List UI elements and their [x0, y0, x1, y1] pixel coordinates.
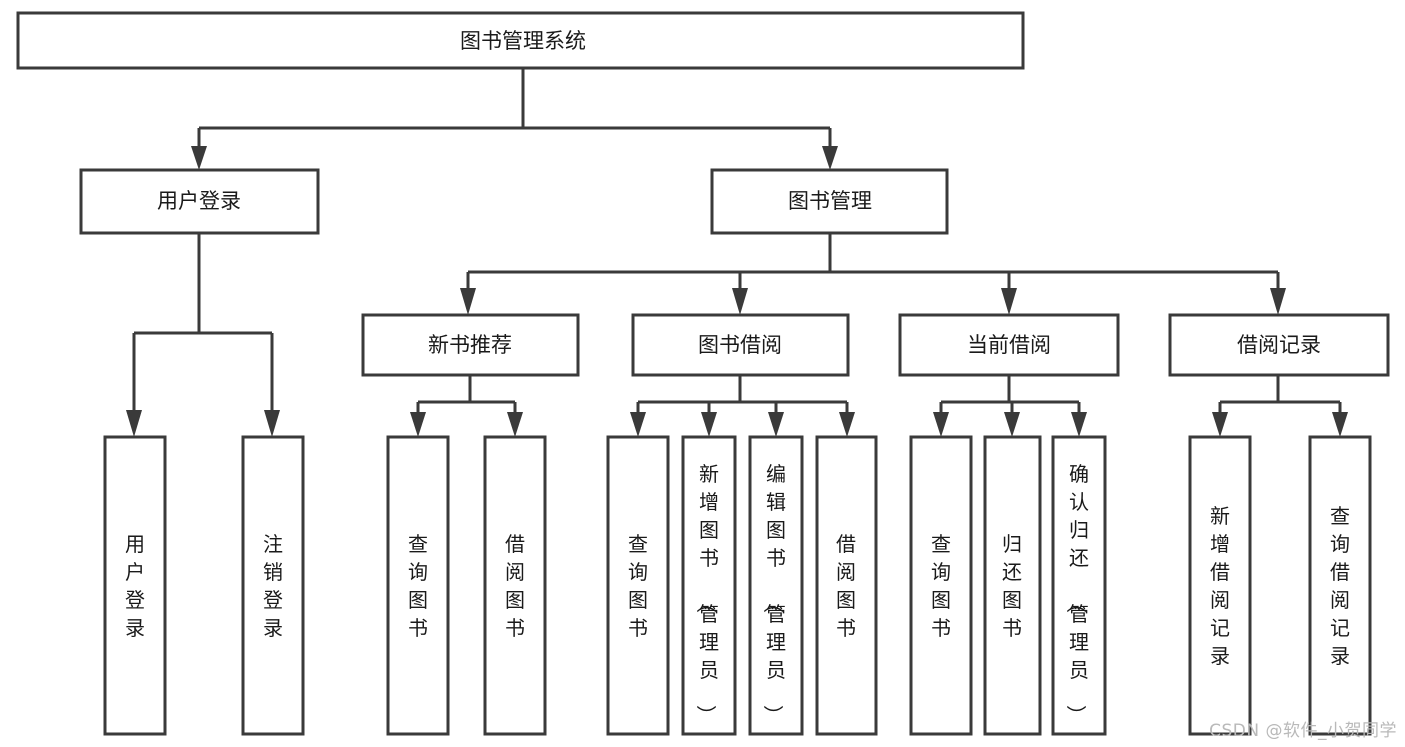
leaf-logout[interactable]: 注销登录	[241, 435, 305, 736]
leaf-query-book-newrec-label: 查询图书	[408, 532, 428, 640]
leaf-return-book-box[interactable]	[983, 435, 1042, 736]
leaf-query-book-current-box[interactable]	[909, 435, 973, 736]
leaf-query-borrow-record-label: 查询借阅记录	[1330, 504, 1350, 668]
node-user-login[interactable]: 用户登录	[79, 168, 320, 235]
node-user-login-label: 用户登录	[157, 189, 241, 213]
leaf-add-borrow-record-box[interactable]	[1188, 435, 1252, 736]
arrow-head-bookborrow-leaf-2	[701, 412, 717, 437]
node-new-book-recommendation-box[interactable]	[361, 313, 580, 377]
leaf-query-book-current[interactable]: 查询图书	[909, 435, 973, 736]
arrow-head-newbook-leaf-2	[507, 412, 523, 437]
node-current-borrowing[interactable]: 当前借阅	[898, 313, 1120, 377]
arrow-head-book-mgmt	[822, 146, 838, 170]
leaf-user-login[interactable]: 用户登录	[103, 435, 167, 736]
node-root-library-system[interactable]: 图书管理系统	[16, 11, 1025, 70]
connector-group-new-book-rec	[410, 375, 523, 437]
arrow-head-newbook-leaf-1	[410, 412, 426, 437]
arrow-head-bookborrow-leaf-3	[768, 412, 784, 437]
leaf-borrow-book-newrec-box[interactable]	[483, 435, 547, 736]
csdn-watermark: CSDN @软件_小贺同学	[1209, 721, 1397, 741]
node-borrowing-record[interactable]: 借阅记录	[1168, 313, 1390, 377]
node-current-borrowing-box[interactable]	[898, 313, 1120, 377]
leaf-edit-book-admin-box[interactable]	[748, 435, 804, 736]
connector-group-root	[191, 68, 838, 170]
arrow-head-borrowrecord-leaf-2	[1332, 412, 1348, 437]
leaf-add-book-admin[interactable]: 新增图书（管理员）	[681, 435, 737, 736]
leaf-query-book-newrec-box[interactable]	[386, 435, 450, 736]
node-book-borrowing[interactable]: 图书借阅	[631, 313, 850, 377]
leaf-add-book-admin-label: 新增图书（管理员）	[694, 462, 719, 725]
node-book-management-box[interactable]	[710, 168, 949, 235]
leaf-query-book-borrow-label: 查询图书	[628, 532, 648, 640]
connector-group-book-borrow	[630, 375, 855, 437]
node-user-login-box[interactable]	[79, 168, 320, 235]
node-book-management-label: 图书管理	[788, 189, 872, 213]
node-book-borrowing-label: 图书借阅	[698, 333, 782, 357]
arrow-head-book-borrow	[732, 288, 748, 315]
leaf-return-book-label: 归还图书	[1002, 532, 1022, 640]
leaf-add-borrow-record-label: 新增借阅记录	[1210, 504, 1230, 668]
node-borrowing-record-box[interactable]	[1168, 313, 1390, 377]
connector-group-user-login	[126, 233, 280, 437]
leaf-borrow-book-newrec-label: 借阅图书	[505, 532, 525, 640]
leaf-confirm-return-admin-box[interactable]	[1051, 435, 1107, 736]
node-root-box[interactable]	[16, 11, 1025, 70]
node-new-book-recommendation-label: 新书推荐	[428, 333, 512, 357]
leaf-query-borrow-record-box[interactable]	[1308, 435, 1372, 736]
arrow-head-leaf-logout	[264, 410, 280, 437]
leaf-add-borrow-record[interactable]: 新增借阅记录	[1188, 435, 1252, 736]
leaf-logout-label: 注销登录	[263, 532, 283, 640]
leaf-add-book-admin-box[interactable]	[681, 435, 737, 736]
leaf-logout-box[interactable]	[241, 435, 305, 736]
leaf-edit-book-admin[interactable]: 编辑图书（管理员）	[748, 435, 804, 736]
leaf-user-login-box[interactable]	[103, 435, 167, 736]
node-book-borrowing-box[interactable]	[631, 313, 850, 377]
arrow-head-new-book-rec	[460, 288, 476, 315]
leaf-borrow-book-borrow-box[interactable]	[815, 435, 878, 736]
arrow-head-borrowrecord-leaf-1	[1212, 412, 1228, 437]
leaf-return-book[interactable]: 归还图书	[983, 435, 1042, 736]
leaf-confirm-return-admin[interactable]: 确认归还（管理员）	[1051, 435, 1107, 736]
arrow-head-currentborrow-leaf-1	[933, 412, 949, 437]
arrow-head-borrow-record	[1270, 288, 1286, 315]
leaf-query-book-newrec[interactable]: 查询图书	[386, 435, 450, 736]
arrow-head-currentborrow-leaf-3	[1071, 412, 1087, 437]
node-root-label: 图书管理系统	[460, 29, 586, 53]
leaf-query-borrow-record[interactable]: 查询借阅记录	[1308, 435, 1372, 736]
connector-group-current-borrow	[933, 375, 1087, 437]
leaf-query-book-borrow-box[interactable]	[606, 435, 670, 736]
leaf-edit-book-admin-label: 编辑图书（管理员）	[761, 462, 786, 725]
leaf-query-book-current-label: 查询图书	[931, 532, 951, 640]
leaf-confirm-return-admin-label: 确认归还（管理员）	[1064, 462, 1089, 725]
node-book-management[interactable]: 图书管理	[710, 168, 949, 235]
leaf-query-book-borrow[interactable]: 查询图书	[606, 435, 670, 736]
arrow-head-bookborrow-leaf-1	[630, 412, 646, 437]
leaf-borrow-book-newrec[interactable]: 借阅图书	[483, 435, 547, 736]
arrow-head-bookborrow-leaf-4	[839, 412, 855, 437]
leaf-borrow-book-borrow[interactable]: 借阅图书	[815, 435, 878, 736]
connector-group-book-mgmt	[460, 233, 1286, 315]
leaf-borrow-book-borrow-label: 借阅图书	[836, 532, 856, 640]
node-current-borrowing-label: 当前借阅	[967, 333, 1051, 357]
arrow-head-user-login	[191, 146, 207, 170]
node-new-book-recommendation[interactable]: 新书推荐	[361, 313, 580, 377]
connector-group-borrow-record	[1212, 375, 1348, 437]
arrow-head-currentborrow-leaf-2	[1004, 412, 1020, 437]
arrow-head-current-borrow	[1001, 288, 1017, 315]
arrow-head-leaf-user-login	[126, 410, 142, 437]
leaf-user-login-label: 用户登录	[125, 532, 145, 640]
node-borrowing-record-label: 借阅记录	[1237, 333, 1321, 357]
